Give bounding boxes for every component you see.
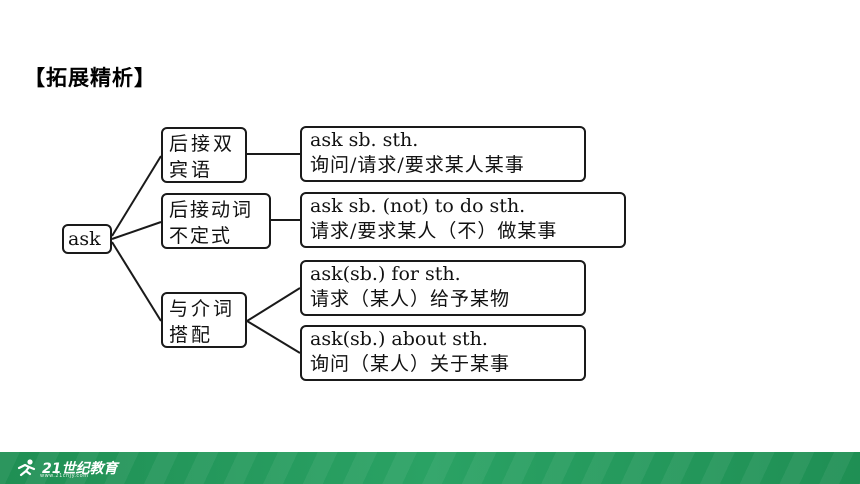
- branch-label-line2: 不定式: [169, 225, 233, 247]
- root-node: ask: [62, 224, 112, 254]
- leaf-chinese: 询问/请求/要求某人某事: [310, 154, 525, 176]
- leaf-english: ask sb. sth.: [310, 129, 419, 151]
- line-root-branch2: [111, 221, 162, 240]
- leaf-chinese: 询问（某人）关于某事: [310, 353, 511, 375]
- leaf-english: ask(sb.) for sth.: [310, 263, 461, 285]
- branch-label-line2: 宾语: [169, 159, 214, 181]
- root-label: ask: [68, 228, 101, 250]
- branch-node-infinitive: 后接动词 不定式: [161, 193, 271, 249]
- logo-text: 21世纪教育: [42, 461, 118, 477]
- connector-lines: [111, 153, 301, 354]
- line-branch3-leaf4: [246, 320, 301, 354]
- branch-label-line1: 后接动词: [169, 199, 254, 221]
- branch-label-line2: 搭配: [169, 324, 214, 346]
- leaf-node-ask-for: ask(sb.) for sth. 请求（某人）给予某物: [300, 260, 586, 316]
- runner-icon: [17, 459, 36, 477]
- leaf-chinese: 请求/要求某人（不）做某事: [310, 220, 558, 242]
- leaf-node-ask-sb-sth: ask sb. sth. 询问/请求/要求某人某事: [300, 126, 586, 182]
- site-logo[interactable]: 21世纪教育: [16, 457, 117, 479]
- section-heading: 【拓展精析】: [24, 66, 156, 90]
- leaf-chinese: 请求（某人）给予某物: [310, 288, 511, 310]
- line-root-branch1: [111, 155, 162, 237]
- leaf-english: ask(sb.) about sth.: [310, 328, 488, 350]
- branch-node-double-object: 后接双 宾语: [161, 127, 247, 183]
- leaf-node-ask-about: ask(sb.) about sth. 询问（某人）关于某事: [300, 325, 586, 381]
- leaf-node-ask-sb-to-do: ask sb. (not) to do sth. 请求/要求某人（不）做某事: [300, 192, 626, 248]
- logo-url: www.21cnjy.com: [40, 473, 89, 479]
- leaf-english: ask sb. (not) to do sth.: [310, 195, 526, 217]
- line-branch3-leaf3: [246, 287, 301, 322]
- footer-bar: 21世纪教育 www.21cnjy.com: [0, 452, 860, 484]
- line-root-branch3: [111, 241, 162, 322]
- branch-label-line1: 与介词: [169, 298, 236, 320]
- branch-node-preposition: 与介词 搭配: [161, 292, 247, 348]
- branch-label-line1: 后接双: [169, 133, 236, 155]
